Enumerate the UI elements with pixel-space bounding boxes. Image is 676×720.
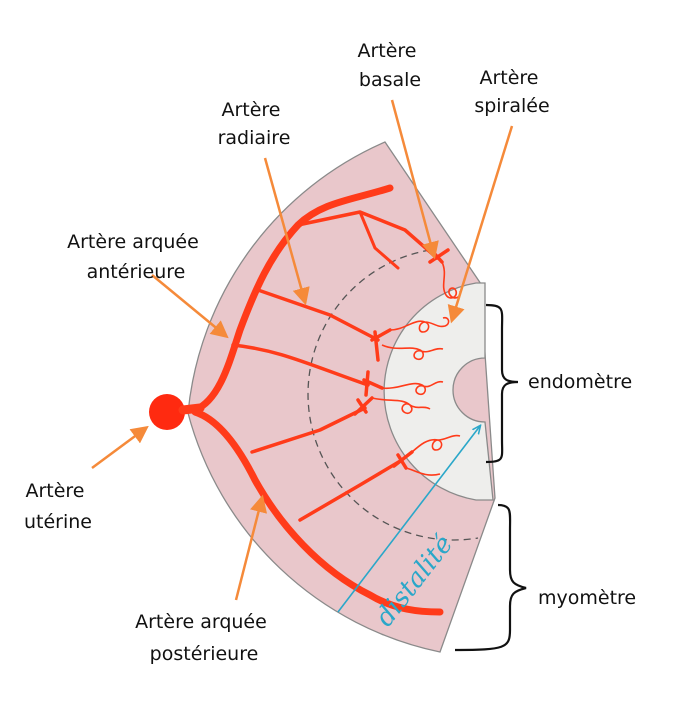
distality-arrow [337, 426, 480, 613]
myometrium-brace [454, 503, 527, 652]
posterior-arcuate-artery [191, 408, 444, 616]
radial-artery-4 [250, 406, 367, 454]
radial-artery-5 [298, 458, 404, 522]
arrow-arteria-arcuata-posterior [234, 494, 268, 601]
arrow-arteria-arcuata-anterior [151, 274, 229, 339]
arrow-arteria-radialis [263, 157, 310, 306]
arrow-arteria-uterina [91, 425, 149, 470]
label-arteria-spiralis: Artère spiralée [474, 67, 549, 117]
basal-layer-boundary [307, 249, 479, 541]
radial-artery-6 [358, 210, 400, 270]
arrow-arteria-spiralis [447, 125, 514, 324]
label-arteria-uterina: Artère utérine [24, 480, 92, 533]
basal-artery-2 [370, 328, 392, 362]
label-endometrium: endomètre [528, 371, 632, 393]
basal-artery-3 [362, 370, 384, 397]
pointer-arrows [91, 99, 514, 601]
radial-artery-3 [231, 343, 370, 387]
label-arteria-arcuata-posterior: Artère arquée postérieure [135, 611, 273, 665]
arrow-arteria-basalis [390, 99, 439, 260]
label-myometrium: myomètre [538, 587, 636, 609]
uterine-artery-node [149, 394, 185, 430]
label-arteria-radialis: Artère radiaire [218, 99, 291, 149]
label-arteria-arcuata-anterior: Artère arquée antérieure [67, 231, 205, 283]
basal-artery-4 [353, 396, 374, 416]
anterior-arcuate-artery [191, 184, 394, 414]
artery-network [149, 184, 450, 616]
label-arteria-basalis: Artère basale [357, 40, 422, 91]
radial-artery-1 [296, 210, 439, 260]
endometrium-brace [485, 303, 519, 464]
basal-artery-5 [392, 450, 414, 470]
spiral-arteries [371, 261, 462, 476]
radial-artery-2 [256, 288, 380, 342]
